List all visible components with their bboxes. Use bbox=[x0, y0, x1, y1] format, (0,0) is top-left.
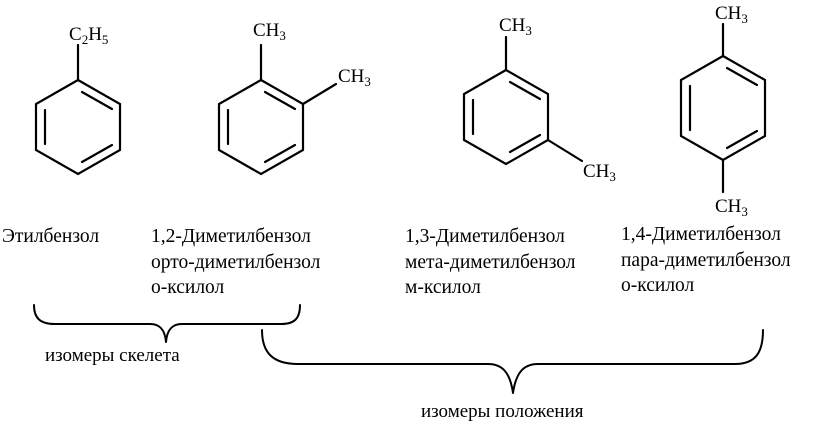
benzene-ring bbox=[462, 68, 550, 166]
ethyl-group-label: C2H5 bbox=[69, 24, 108, 47]
methyl-group-label: CH3 bbox=[583, 161, 616, 184]
name-line: 1,2-Диметилбензол bbox=[151, 226, 311, 247]
ethylbenzene-name: Этилбензол bbox=[2, 224, 99, 250]
name-line: м-ксилол bbox=[405, 277, 481, 298]
double-bond bbox=[80, 143, 114, 164]
name-line: о-ксилол bbox=[151, 277, 225, 298]
double-bond bbox=[725, 129, 759, 150]
para-xylene-name: 1,4-Диметилбензол пара-диметилбензол о-к… bbox=[621, 222, 791, 299]
methyl-group-label: CH3 bbox=[253, 20, 286, 43]
methyl-group-label: CH3 bbox=[715, 3, 748, 26]
ortho-xylene-structure: CH3 CH3 bbox=[217, 20, 371, 176]
double-bond bbox=[263, 143, 297, 164]
name-line: мета-диметилбензол bbox=[405, 251, 576, 273]
benzene-ring bbox=[679, 54, 767, 162]
position-isomers-label: изомеры положения bbox=[421, 401, 584, 422]
substituent-bond bbox=[546, 138, 584, 163]
methyl-group-label: CH3 bbox=[499, 15, 532, 38]
skeleton-isomers-label: изомеры скелета bbox=[45, 345, 180, 366]
meta-xylene-name: 1,3-Диметилбензол мета-диметилбензол м-к… bbox=[405, 224, 576, 301]
double-bond bbox=[263, 90, 297, 111]
name-line: пара-диметилбензол bbox=[621, 249, 791, 271]
name-line: Этилбензол bbox=[2, 226, 100, 247]
substituent-bond bbox=[301, 82, 338, 106]
ethylbenzene-structure: C2H5 bbox=[34, 24, 122, 176]
ortho-xylene-name: 1,2-Диметилбензол орто-диметилбензол о-к… bbox=[151, 224, 320, 301]
name-line: 1,4-Диметилбензол bbox=[621, 224, 781, 245]
skeleton-isomers-brace bbox=[33, 304, 301, 343]
position-isomers-brace bbox=[261, 329, 764, 394]
name-line: 1,3-Диметилбензол bbox=[405, 226, 565, 247]
methyl-group-label: CH3 bbox=[338, 66, 371, 89]
methyl-group-label: CH3 bbox=[715, 196, 748, 219]
name-line: орто-диметилбензол bbox=[151, 251, 321, 273]
benzene-ring bbox=[34, 78, 122, 176]
name-line: о-ксилол bbox=[621, 275, 695, 296]
double-bond bbox=[725, 66, 759, 87]
double-bond bbox=[508, 133, 542, 154]
double-bond bbox=[80, 90, 114, 111]
meta-xylene-structure: CH3 CH3 bbox=[462, 15, 616, 184]
para-xylene-structure: CH3 CH3 bbox=[679, 3, 767, 219]
double-bond bbox=[508, 80, 542, 101]
benzene-ring bbox=[217, 78, 305, 176]
